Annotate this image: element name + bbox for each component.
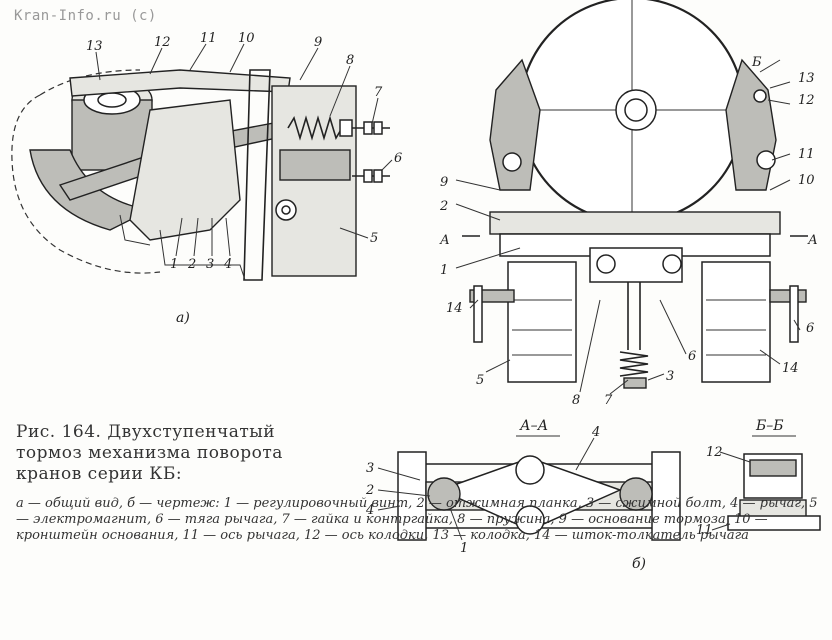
legend-item: 11 — ось рычага, [182, 528, 304, 543]
part-label-1-b: 1 [440, 263, 448, 278]
part-label-7: 7 [374, 85, 383, 100]
part-label-12: 12 [154, 35, 171, 50]
section-aa-label: А–А [519, 418, 548, 434]
legend-item: а — общий вид, [16, 496, 128, 511]
part-label-2-aa: 2 [365, 483, 374, 498]
part-label-7-b: 7 [604, 393, 613, 408]
part-label-13: 13 [86, 39, 103, 54]
part-label-3-b: 3 [666, 369, 674, 384]
legend-item: 5 — электромагнит, [16, 496, 818, 527]
part-label-14-b-left: 14 [446, 301, 463, 316]
legend-item: 3 — сжимной болт, [585, 496, 731, 511]
part-label-11-bb: 11 [696, 523, 713, 538]
part-label-5-b: 5 [476, 373, 484, 388]
legend-item: 12 — ось колодки, [303, 528, 433, 543]
part-label-6-b-center: 6 [688, 349, 696, 364]
legend-item: 7 — гайка и контргайка, [281, 512, 458, 527]
legend-item: 14 — шток-толкатель рычага [533, 528, 749, 543]
part-label-8: 8 [346, 53, 354, 68]
part-label-9: 9 [314, 35, 322, 50]
part-label-1-aa: 1 [460, 541, 468, 556]
part-label-10: 10 [238, 31, 255, 46]
part-label-2-b: 2 [439, 199, 448, 214]
legend-item: 6 — тяга рычага, [155, 512, 282, 527]
part-label-11: 11 [200, 31, 217, 46]
drawing-view-b: 9 2 А 1 14 5 8 7 3 6 Б 13 12 11 10 А 6 1… [439, 0, 818, 408]
legend-item: 10 — кронштейн основания, [16, 512, 768, 543]
figure-caption-title: Рис. 164. Двухступенчатый тормоз механиз… [16, 422, 283, 484]
part-label-6: 6 [394, 151, 402, 166]
legend-item: 8 — пружина, [457, 512, 559, 527]
section-mark-a-left: А [439, 233, 450, 248]
part-label-12-b: 12 [798, 93, 815, 108]
part-label-4-aa: 4 [365, 503, 374, 518]
part-label-4: 4 [223, 257, 232, 272]
part-label-1: 1 [170, 257, 178, 272]
section-aa-view: А–А 3 2 4 1 4 б) [365, 418, 681, 572]
watermark: Kran-Info.ru (c) [14, 8, 157, 24]
sublabel-a: а) [176, 310, 190, 326]
legend-item: 9 — основание тормоза, [558, 512, 734, 527]
figure-legend: а — общий вид, б — чертеж: 1 — регулиров… [16, 496, 822, 544]
part-label-10-b: 10 [798, 173, 815, 188]
legend-item: 13 — колодка, [432, 528, 534, 543]
legend-item: 1 — регулировочный винт, [223, 496, 417, 511]
part-label-3: 3 [206, 257, 214, 272]
sublabel-b: б) [632, 556, 646, 572]
section-bb-view: Б–Б 12 11 [696, 418, 821, 538]
part-label-3-aa: 3 [366, 461, 374, 476]
part-label-4-aa-top: 4 [591, 425, 600, 440]
section-bb-label: Б–Б [755, 418, 784, 434]
part-label-14-b: 14 [782, 361, 799, 376]
legend-item: 2 — отжимная планка, [416, 496, 586, 511]
part-label-2: 2 [187, 257, 196, 272]
part-label-8-b: 8 [572, 393, 580, 408]
part-label-5: 5 [370, 231, 378, 246]
part-label-12-bb: 12 [706, 445, 723, 460]
section-mark-b: Б [751, 55, 762, 70]
general-view-a: 13 12 11 10 9 8 7 6 5 1 2 3 4 а) [11, 31, 402, 326]
legend-item: 4 — рычаг, [730, 496, 810, 511]
legend-item: б — чертеж: [127, 496, 224, 511]
part-label-9-b: 9 [440, 175, 448, 190]
part-label-11-b: 11 [798, 147, 815, 162]
part-label-6-b: 6 [806, 321, 814, 336]
section-mark-a-right: А [807, 233, 818, 248]
part-label-13-b: 13 [798, 71, 815, 86]
